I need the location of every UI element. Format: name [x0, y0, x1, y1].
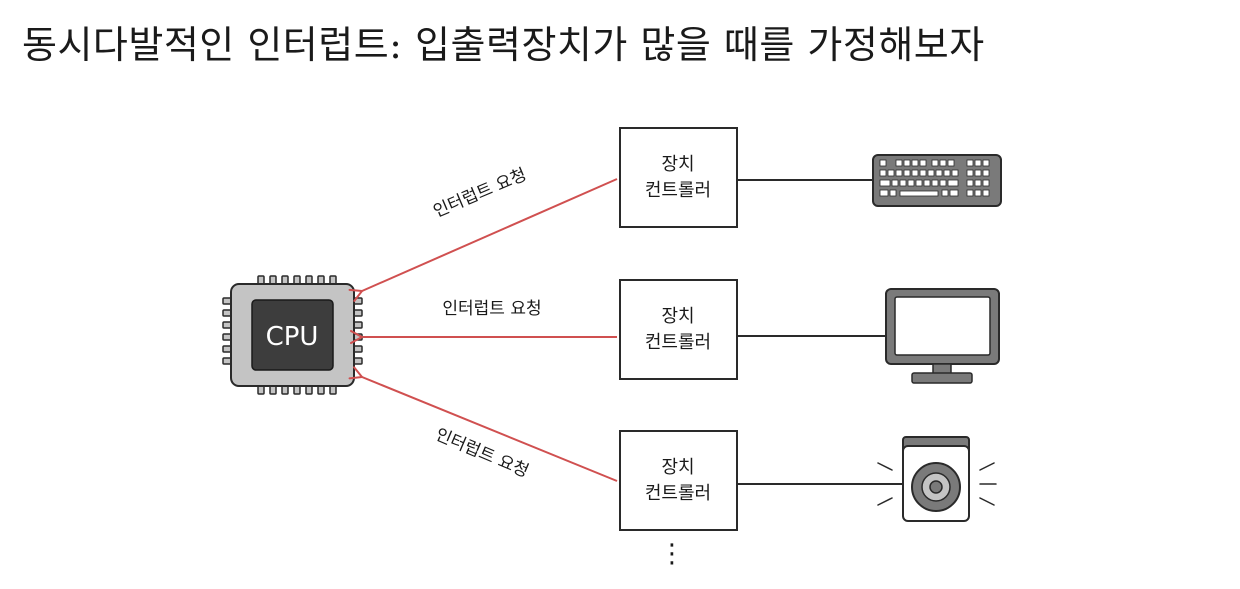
- interrupt-request-label-3: 인터럽트 요청: [432, 425, 531, 482]
- device-controller-3: 장치 컨트롤러: [619, 430, 738, 531]
- cpu-label: CPU: [266, 322, 319, 352]
- page-title: 동시다발적인 인터럽트: 입출력장치가 많을 때를 가정해보자: [22, 23, 985, 67]
- controller-label-line1: 장치: [661, 154, 694, 175]
- device-controller-1: 장치 컨트롤러: [619, 127, 738, 228]
- controller-label-line2: 컨트롤러: [645, 483, 711, 504]
- interrupt-request-label-2: 인터럽트 요청: [442, 299, 541, 319]
- controller-label-line1: 장치: [661, 306, 694, 327]
- cpu-chip-icon: CPU: [222, 275, 363, 395]
- interrupt-request-label-1: 인터럽트 요청: [430, 165, 529, 222]
- keyboard-icon: [872, 154, 1002, 207]
- controller-label-line2: 컨트롤러: [645, 180, 711, 201]
- interrupt-arrow-1: [348, 178, 618, 302]
- controller-label-line2: 컨트롤러: [645, 332, 711, 353]
- speaker-icon: [875, 436, 997, 522]
- controller-label-line1: 장치: [661, 457, 694, 478]
- more-devices-indicator: ⋮: [659, 539, 685, 569]
- monitor-icon: [885, 288, 1000, 384]
- device-controller-2: 장치 컨트롤러: [619, 279, 738, 380]
- interrupt-arrow-3: [348, 366, 618, 482]
